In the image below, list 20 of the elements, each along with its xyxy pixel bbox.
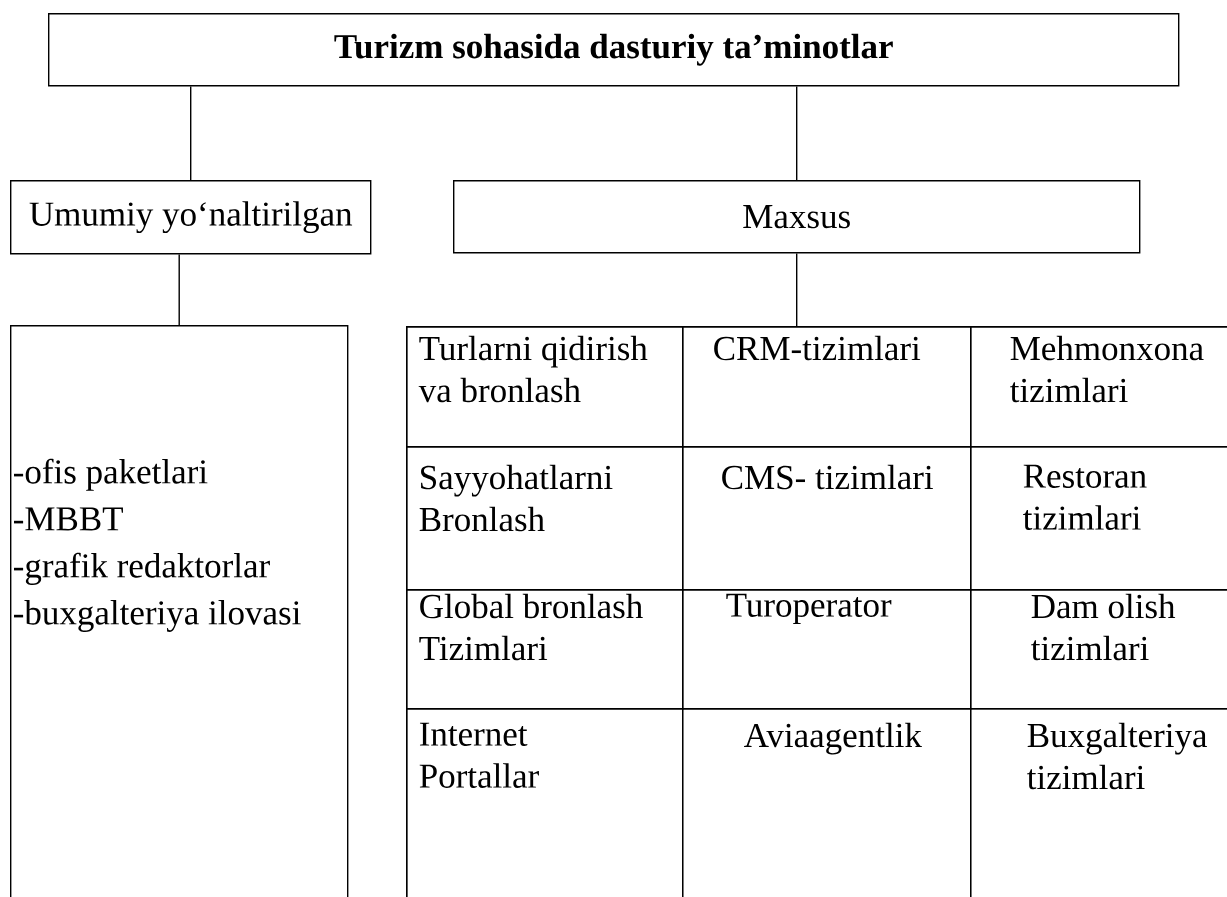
table-cell: Dam olish tizimlari — [970, 589, 1227, 710]
table-cell: Global bronlash Tizimlari — [406, 589, 684, 710]
list-box: -ofis paketlari -MBBT -grafik redaktorlar -buxgalteriya ilovasi — [10, 325, 349, 897]
table-cell: CRM-tizimlari — [682, 326, 972, 448]
table-cell: Turlarni qidirish va bronlash — [406, 326, 684, 448]
table-cell: Restoran tizimlari — [970, 446, 1227, 591]
table-cell: Aviaagentlik — [682, 708, 972, 897]
connector-line — [178, 253, 180, 326]
title-box: Turizm sohasida dasturiy ta’minotlar — [48, 13, 1180, 87]
table-cell: Sayyohatlarni Bronlash — [406, 446, 684, 591]
table-cell: Internet Portallar — [406, 708, 684, 897]
connector-line — [796, 252, 798, 327]
connector-line — [190, 85, 192, 181]
connector-line — [796, 85, 798, 181]
table-cell: CMS- tizimlari — [682, 446, 972, 591]
category-box: Umumiy yo‘naltirilgan — [10, 180, 372, 255]
category-box: Maxsus — [453, 180, 1141, 254]
table-cell: Turoperator — [682, 589, 972, 710]
table-cell: Mehmonxona tizimlari — [970, 326, 1227, 448]
table-cell: Buxgalteriya tizimlari — [970, 708, 1227, 897]
